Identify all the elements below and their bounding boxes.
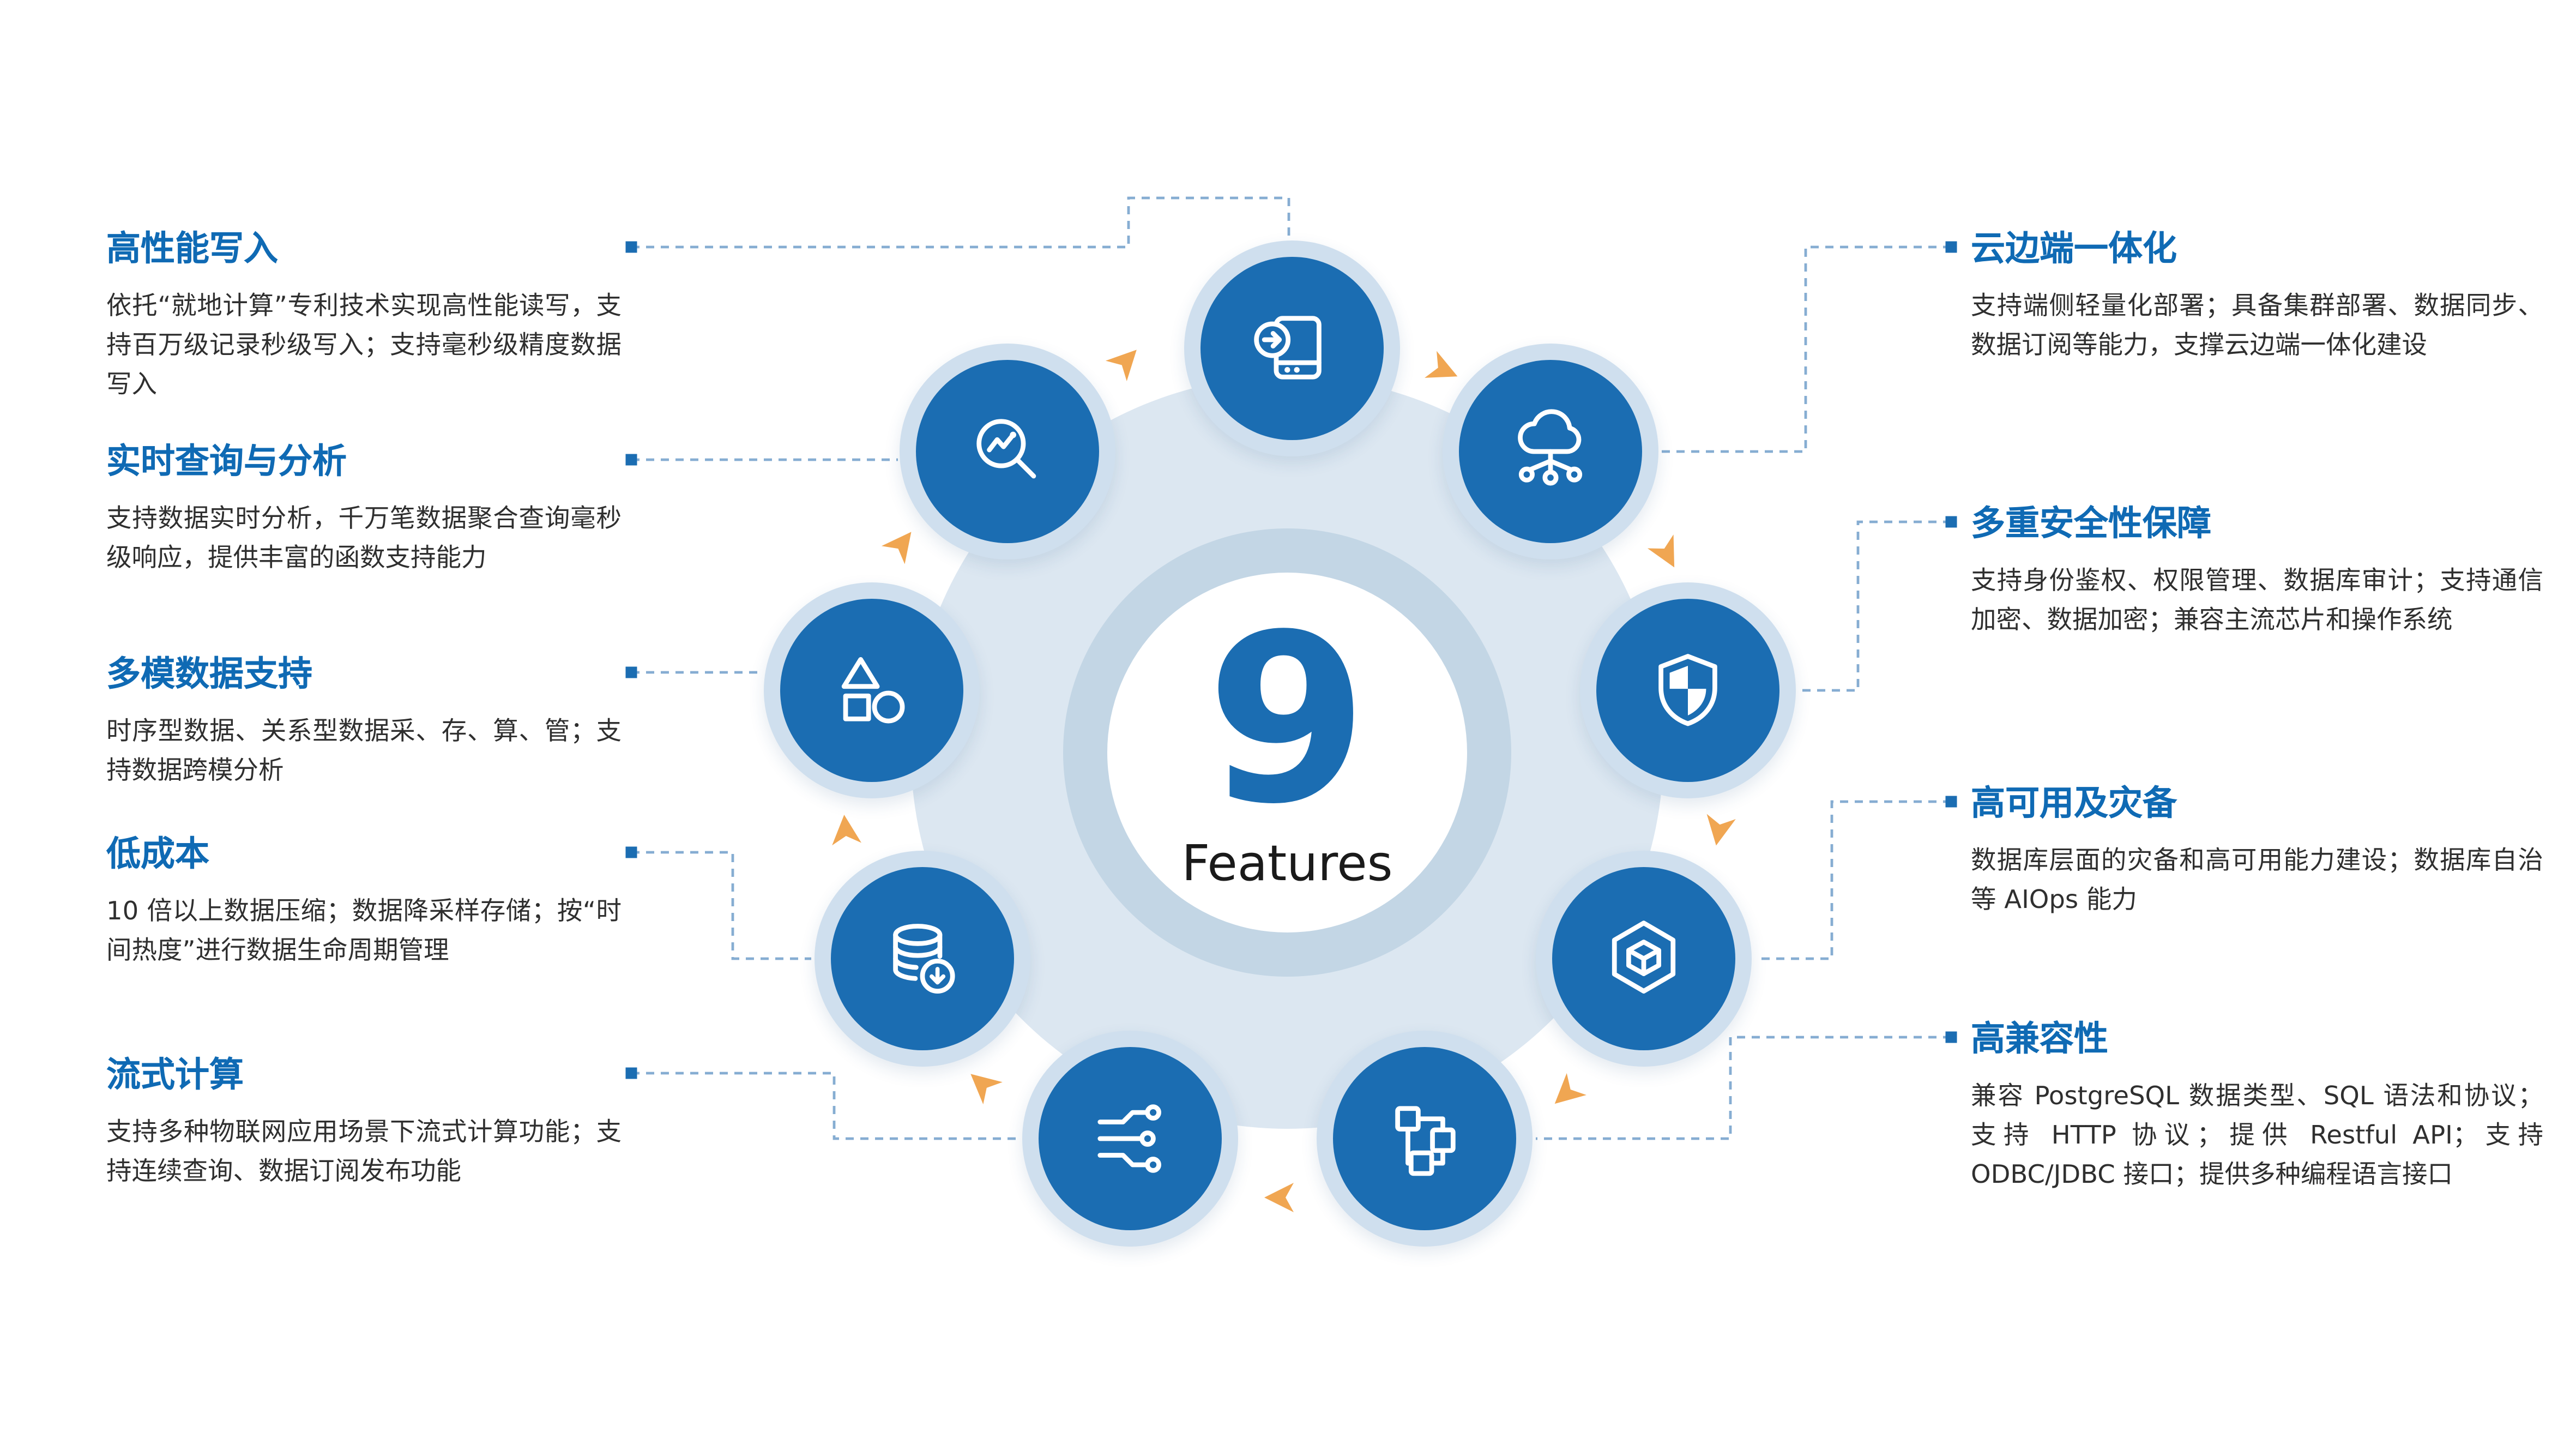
feature-block-high-availability: 高可用及灾备 数据库层面的灾备和高可用能力建设；数据库自治等 AIOps 能力	[1971, 777, 2543, 919]
node-high-compatibility	[1317, 1031, 1533, 1247]
node-core	[780, 599, 963, 782]
node-low-cost	[815, 851, 1030, 1067]
connector-dot	[1945, 241, 1957, 253]
feature-title: 低成本	[106, 834, 209, 874]
connector-line	[1536, 1036, 1951, 1140]
node-core	[1552, 867, 1735, 1050]
feature-block-security: 多重安全性保障 支持身份鉴权、权限管理、数据库审计；支持通信加密、数据加密；兼容…	[1971, 497, 2543, 640]
connector-line	[1662, 245, 1951, 453]
node-high-performance-write	[1184, 240, 1400, 456]
flowchart-nodes-icon	[1395, 1106, 1456, 1176]
feature-block-high-performance-write: 高性能写入 依托“就地计算”专利技术实现高性能读写，支持百万级记录秒级写入；支持…	[106, 222, 622, 404]
node-core	[831, 867, 1014, 1050]
feature-description: 10 倍以上数据压缩；数据降采样存储；按“时间热度”进行数据生命周期管理	[106, 897, 622, 966]
feature-title: 多重安全性保障	[1971, 504, 2211, 543]
clockwise-arrow-icon	[1554, 1073, 1586, 1104]
feature-block-high-compatibility: 高兼容性 兼容 PostgreSQL 数据类型、SQL 语法和协议；支持 HTT…	[1971, 1013, 2543, 1194]
feature-description: 依托“就地计算”专利技术实现高性能读写，支持百万级记录秒级写入；支持毫秒级精度数…	[106, 291, 622, 400]
connector-dot	[625, 241, 637, 253]
feature-block-low-cost: 低成本 10 倍以上数据压缩；数据降采样存储；按“时间热度”进行数据生命周期管理	[106, 828, 622, 970]
feature-title: 高兼容性	[1971, 1019, 2108, 1058]
feature-title: 高性能写入	[106, 229, 278, 268]
storage-write-icon	[1254, 316, 1322, 380]
feature-description: 兼容 PostgreSQL 数据类型、SQL 语法和协议；支持 HTTP 协议；…	[1971, 1081, 2543, 1190]
node-core	[1200, 257, 1384, 440]
connector-dot	[1945, 796, 1957, 808]
connector-line	[631, 1072, 1019, 1140]
search-trend-icon	[976, 419, 1036, 479]
feature-description: 支持多种物联网应用场景下流式计算功能；支持连续查询、数据订阅发布功能	[106, 1117, 622, 1187]
feature-block-multi-model-data: 多模数据支持 时序型数据、关系型数据采、存、算、管；支持数据跨模分析	[106, 648, 622, 790]
feature-description: 时序型数据、关系型数据采、存、算、管；支持数据跨模分析	[106, 717, 622, 786]
cloud-network-icon	[1518, 409, 1583, 486]
node-high-availability	[1536, 851, 1752, 1067]
clockwise-arrow-icon	[881, 532, 912, 564]
feature-title: 高可用及灾备	[1971, 784, 2177, 823]
node-core	[1596, 599, 1779, 782]
connector-dot	[1945, 516, 1957, 528]
node-multi-model-data	[764, 582, 980, 798]
feature-count: 9	[1206, 586, 1368, 856]
connector-line	[631, 851, 811, 960]
node-core	[916, 360, 1099, 543]
feature-title: 流式计算	[106, 1055, 244, 1094]
feature-title: 实时查询与分析	[106, 442, 347, 481]
connector-dot	[625, 1067, 637, 1079]
multi-model-shapes-icon	[841, 657, 905, 724]
center-badge: 9 Features	[1107, 573, 1467, 932]
node-core	[1459, 360, 1642, 543]
node-security	[1580, 582, 1796, 798]
cube-hexagon-icon	[1612, 920, 1676, 994]
feature-description: 支持身份鉴权、权限管理、数据库审计；支持通信加密、数据加密；兼容主流芯片和操作系…	[1971, 566, 2543, 635]
clockwise-arrow-icon	[1706, 814, 1736, 846]
clockwise-arrow-icon	[1264, 1183, 1294, 1212]
clockwise-arrow-icon	[1425, 351, 1458, 378]
feature-block-cloud-edge-device: 云边端一体化 支持端侧轻量化部署；具备集群部署、数据同步、数据订阅等能力，支撑云…	[1971, 222, 2543, 365]
node-stream-computing	[1022, 1031, 1238, 1247]
feature-block-stream-computing: 流式计算 支持多种物联网应用场景下流式计算功能；支持连续查询、数据订阅发布功能	[106, 1049, 622, 1191]
feature-count-label: Features	[1181, 835, 1393, 893]
clockwise-arrow-icon	[1105, 350, 1137, 382]
node-core	[1333, 1047, 1516, 1230]
database-downsample-icon	[893, 924, 955, 994]
security-shield-icon	[1658, 654, 1717, 726]
connector-line	[631, 196, 1290, 249]
feature-description: 数据库层面的灾备和高可用能力建设；数据库自治等 AIOps 能力	[1971, 846, 2543, 915]
feature-title: 多模数据支持	[106, 654, 312, 694]
clockwise-arrow-icon	[832, 815, 861, 846]
feature-description: 支持数据实时分析，千万笔数据聚合查询毫秒级响应，提供丰富的函数支持能力	[106, 504, 622, 573]
connector-line	[1755, 800, 1951, 960]
connector-dot	[1945, 1031, 1957, 1043]
feature-block-realtime-query: 实时查询与分析 支持数据实时分析，千万笔数据聚合查询毫秒级响应，提供丰富的函数支…	[106, 435, 622, 577]
node-core	[1039, 1047, 1222, 1230]
connector-line	[1799, 520, 1951, 692]
connector-dot	[625, 666, 637, 678]
feature-description: 支持端侧轻量化部署；具备集群部署、数据同步、数据订阅等能力，支撑云边端一体化建设	[1971, 291, 2543, 360]
node-realtime-query	[900, 344, 1115, 559]
connector-dot	[625, 846, 637, 858]
clockwise-arrow-icon	[1647, 534, 1675, 568]
node-cloud-edge-device	[1443, 344, 1658, 559]
stream-circuit-icon	[1097, 1104, 1161, 1173]
feature-title: 云边端一体化	[1971, 229, 2177, 268]
connector-dot	[625, 454, 637, 466]
clockwise-arrow-icon	[970, 1074, 1003, 1105]
